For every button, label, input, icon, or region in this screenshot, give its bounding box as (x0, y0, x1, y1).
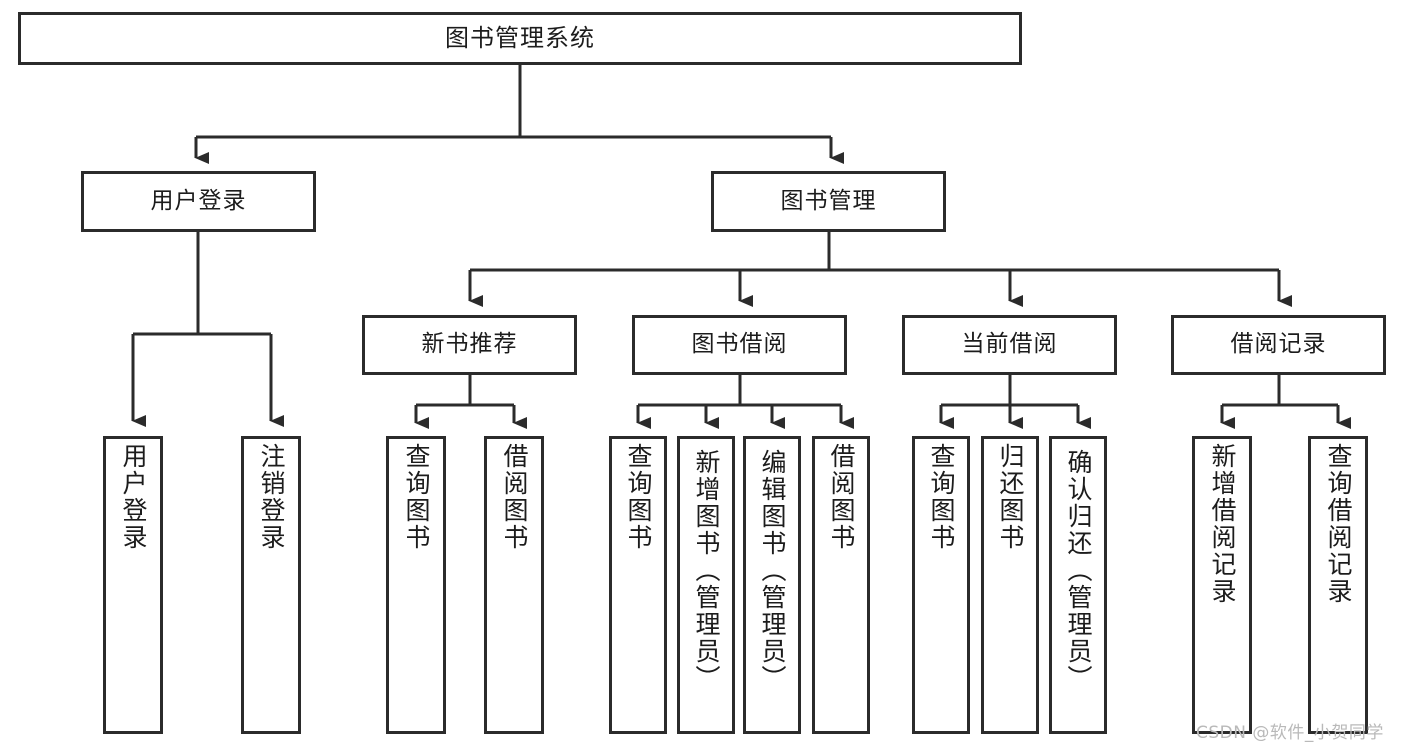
node-leaf-edit-book[interactable]: 编辑图书（管理员） (743, 436, 801, 734)
node-leaf-edit-book-label: 编辑图书（管理员） (758, 449, 787, 692)
node-current-borrow[interactable]: 当前借阅 (902, 315, 1117, 375)
node-book-borrow-label: 图书借阅 (691, 331, 788, 358)
node-leaf-query-book-3[interactable]: 查询图书 (912, 436, 970, 734)
node-leaf-borrow-book-1[interactable]: 借阅图书 (484, 436, 544, 734)
node-root[interactable]: 图书管理系统 (18, 12, 1022, 65)
node-borrow-record-label: 借阅记录 (1230, 331, 1327, 358)
node-leaf-query-book-3-label: 查询图书 (927, 443, 956, 551)
node-leaf-query-record[interactable]: 查询借阅记录 (1308, 436, 1368, 734)
node-leaf-query-record-label: 查询借阅记录 (1324, 443, 1353, 605)
node-user-login-label: 用户登录 (150, 187, 247, 214)
node-new-book-recommend[interactable]: 新书推荐 (362, 315, 577, 375)
node-leaf-return-book-label: 归还图书 (996, 443, 1025, 551)
node-leaf-confirm-return-label: 确认归还（管理员） (1064, 449, 1093, 692)
node-root-label: 图书管理系统 (445, 24, 595, 53)
node-leaf-query-book-2[interactable]: 查询图书 (609, 436, 667, 734)
node-leaf-user-login[interactable]: 用户登录 (103, 436, 163, 734)
node-leaf-user-logout[interactable]: 注销登录 (241, 436, 301, 734)
node-leaf-add-record[interactable]: 新增借阅记录 (1192, 436, 1252, 734)
node-leaf-add-book-label: 新增图书（管理员） (692, 449, 721, 692)
watermark: CSDN @软件_小贺同学 (1196, 723, 1384, 743)
node-leaf-borrow-book-1-label: 借阅图书 (500, 443, 529, 551)
node-borrow-record[interactable]: 借阅记录 (1171, 315, 1386, 375)
node-leaf-query-book-1-label: 查询图书 (402, 443, 431, 551)
node-leaf-return-book[interactable]: 归还图书 (981, 436, 1039, 734)
node-current-borrow-label: 当前借阅 (961, 331, 1058, 358)
node-book-borrow[interactable]: 图书借阅 (632, 315, 847, 375)
node-leaf-query-book-1[interactable]: 查询图书 (386, 436, 446, 734)
node-leaf-user-login-label: 用户登录 (119, 443, 148, 551)
node-user-login[interactable]: 用户登录 (81, 171, 316, 232)
node-leaf-add-book[interactable]: 新增图书（管理员） (677, 436, 735, 734)
node-leaf-user-logout-label: 注销登录 (257, 443, 286, 551)
node-leaf-confirm-return[interactable]: 确认归还（管理员） (1049, 436, 1107, 734)
node-leaf-borrow-book-2[interactable]: 借阅图书 (812, 436, 870, 734)
node-leaf-borrow-book-2-label: 借阅图书 (827, 443, 856, 551)
node-leaf-query-book-2-label: 查询图书 (624, 443, 653, 551)
node-new-book-recommend-label: 新书推荐 (421, 331, 518, 358)
node-book-manage-label: 图书管理 (780, 187, 877, 214)
node-leaf-add-record-label: 新增借阅记录 (1208, 443, 1237, 605)
node-book-manage[interactable]: 图书管理 (711, 171, 946, 232)
